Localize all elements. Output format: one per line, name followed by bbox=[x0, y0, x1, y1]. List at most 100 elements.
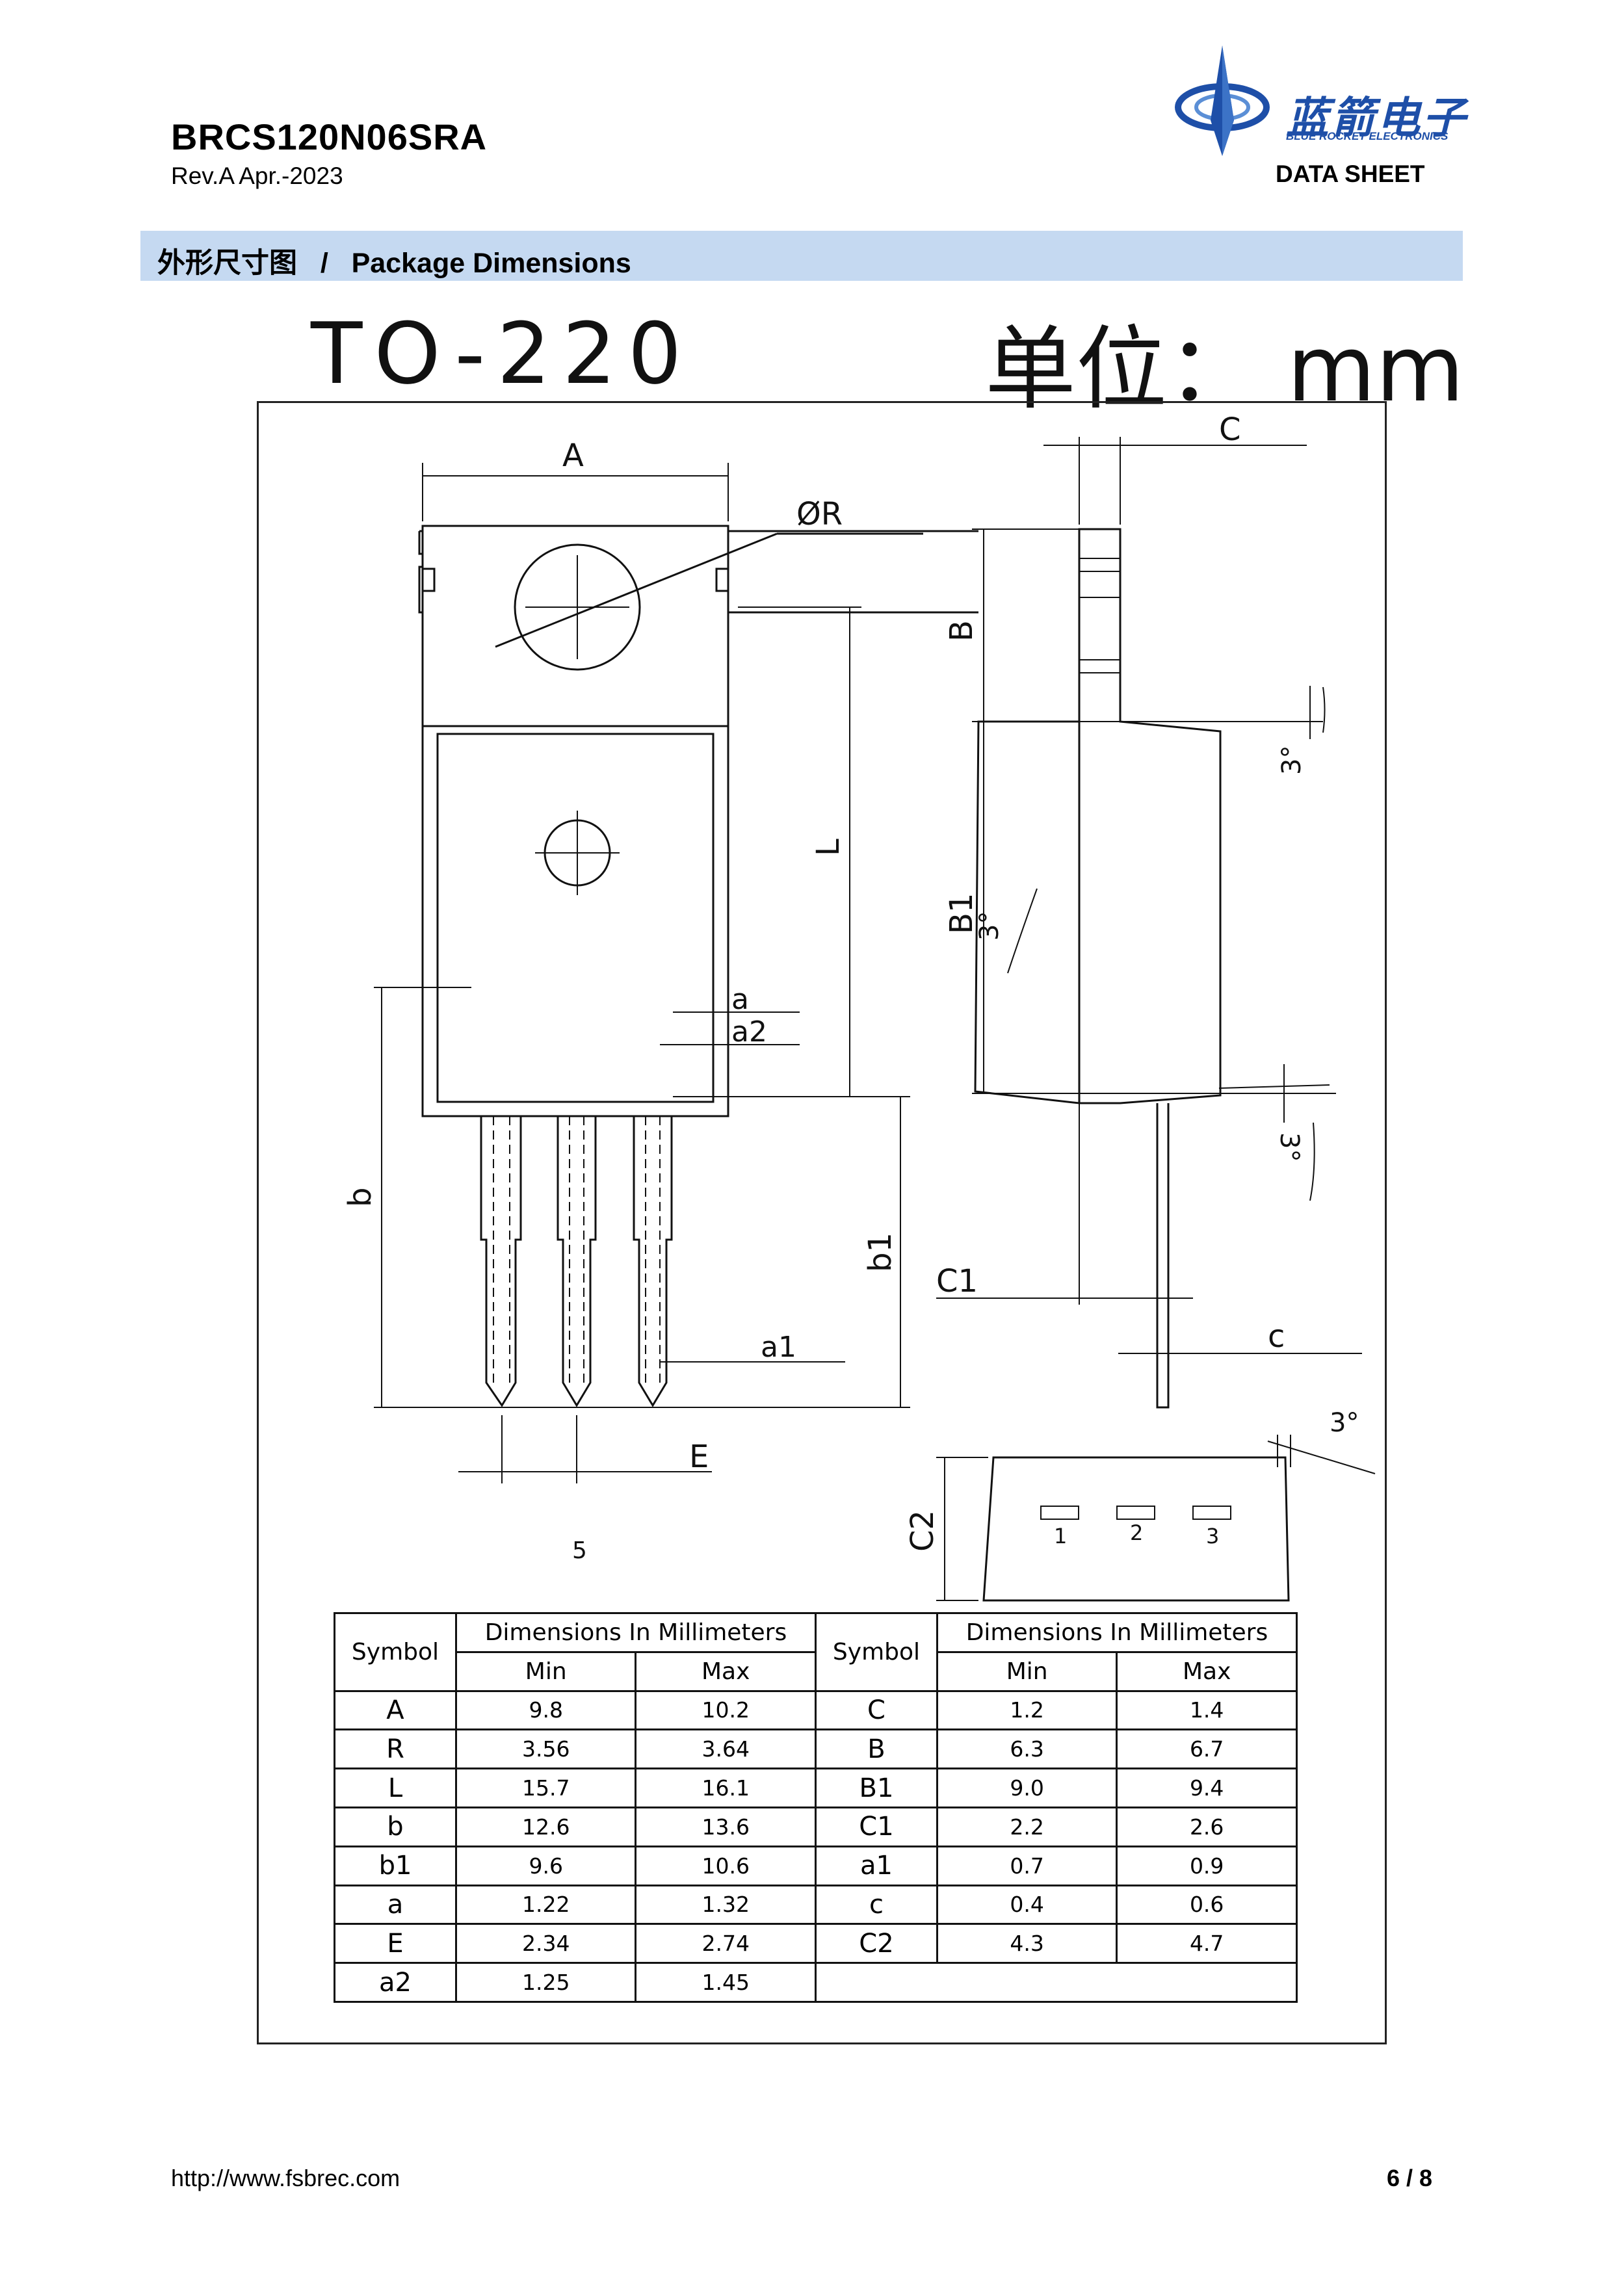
min-header-2: Min bbox=[936, 1650, 1118, 1692]
label-E: E bbox=[689, 1439, 709, 1475]
footer-url[interactable]: http://www.fsbrec.com bbox=[171, 2165, 400, 2191]
logo-text-cn: 蓝箭电子 bbox=[1286, 94, 1468, 142]
label-angle-4: 3° bbox=[1330, 1408, 1359, 1438]
blue-rocket-logo bbox=[1175, 46, 1270, 156]
max-cell: 2.74 bbox=[635, 1923, 817, 1964]
label-C1: C1 bbox=[936, 1263, 978, 1299]
label-angle-3: 3° bbox=[1274, 1132, 1304, 1162]
max-cell: 1.32 bbox=[635, 1884, 817, 1925]
min-cell: 0.7 bbox=[936, 1845, 1118, 1886]
package-title: TO-220 bbox=[311, 304, 694, 403]
max-cell: 16.1 bbox=[635, 1768, 817, 1808]
min-cell: 0.4 bbox=[936, 1884, 1118, 1925]
table-row: b 12.6 13.6 C1 2.2 2.6 bbox=[334, 1806, 1298, 1847]
max-cell: 4.7 bbox=[1116, 1923, 1298, 1964]
max-cell: 10.6 bbox=[635, 1845, 817, 1886]
unit-label: 单位： mm bbox=[985, 317, 1465, 423]
label-L: L bbox=[810, 839, 846, 856]
label-angle-2: 3° bbox=[1277, 746, 1307, 775]
min-cell: 12.6 bbox=[454, 1806, 637, 1847]
max-cell: 10.2 bbox=[635, 1689, 817, 1731]
symbol-cell: C bbox=[814, 1689, 938, 1731]
min-cell: 15.7 bbox=[454, 1768, 637, 1808]
dim-header: Dimensions In Millimeters bbox=[454, 1612, 817, 1653]
revision: Rev.A Apr.-2023 bbox=[171, 163, 343, 189]
label-a: a bbox=[731, 983, 749, 1016]
label-b1: b1 bbox=[862, 1233, 898, 1272]
min-cell: 2.34 bbox=[454, 1923, 637, 1964]
page-number: 6 / 8 bbox=[1387, 2165, 1433, 2191]
part-number: BRCS120N06SRA bbox=[171, 116, 488, 157]
label-C2: C2 bbox=[904, 1510, 941, 1552]
leads bbox=[480, 1116, 673, 1407]
label-B1: B1 bbox=[943, 893, 980, 934]
label-a1: a1 bbox=[761, 1331, 796, 1364]
pin-3-label: 3 bbox=[1206, 1524, 1219, 1548]
symbol-cell: C2 bbox=[814, 1923, 938, 1964]
symbol-cell: b bbox=[334, 1806, 457, 1847]
max-header: Max bbox=[635, 1650, 817, 1692]
label-five: 5 bbox=[572, 1537, 587, 1564]
min-cell: 3.56 bbox=[454, 1729, 637, 1770]
max-cell: 3.64 bbox=[635, 1729, 817, 1770]
pin-1-label: 1 bbox=[1054, 1524, 1067, 1548]
label-A: A bbox=[562, 437, 584, 474]
logo-text-en: BLUE ROCKET ELECTRONICS bbox=[1286, 130, 1449, 142]
max-cell: 9.4 bbox=[1116, 1768, 1298, 1808]
min-cell: 9.0 bbox=[936, 1768, 1118, 1808]
max-cell: 2.6 bbox=[1116, 1806, 1298, 1847]
label-C: C bbox=[1219, 411, 1241, 448]
drawing-frame bbox=[257, 401, 1387, 2044]
symbol-header-2: Symbol bbox=[814, 1612, 938, 1692]
min-header: Min bbox=[454, 1650, 637, 1692]
table-row: A 9.8 10.2 C 1.2 1.4 bbox=[334, 1689, 1298, 1731]
label-B: B bbox=[943, 620, 980, 642]
table-row: a 1.22 1.32 c 0.4 0.6 bbox=[334, 1884, 1298, 1925]
min-cell: 1.25 bbox=[454, 1962, 637, 2003]
symbol-cell: a1 bbox=[814, 1845, 938, 1886]
label-b: b bbox=[342, 1188, 378, 1207]
label-a2: a2 bbox=[731, 1015, 767, 1049]
max-cell: 0.6 bbox=[1116, 1884, 1298, 1925]
symbol-cell: a2 bbox=[334, 1962, 457, 2003]
doc-type: DATA SHEET bbox=[1276, 161, 1425, 187]
section-title: 外形尺寸图 / Package Dimensions bbox=[157, 248, 631, 279]
symbol-cell: B1 bbox=[814, 1768, 938, 1808]
symbol-cell: b1 bbox=[334, 1845, 457, 1886]
min-cell: 1.2 bbox=[936, 1689, 1118, 1731]
min-cell: 2.2 bbox=[936, 1806, 1118, 1847]
max-cell: 6.7 bbox=[1116, 1729, 1298, 1770]
label-angle-1: 3° bbox=[975, 911, 1004, 941]
bottom-view bbox=[982, 1456, 1290, 1602]
symbol-header: Symbol bbox=[334, 1612, 457, 1692]
label-R: ØR bbox=[796, 496, 843, 532]
mounting-hole bbox=[514, 543, 641, 671]
table-row: E 2.34 2.74 C2 4.3 4.7 bbox=[334, 1923, 1298, 1964]
symbol-cell: E bbox=[334, 1923, 457, 1964]
package-drawing: A ØR L b b1 a a2 a1 E 5 C B B1 C1 c C2 3… bbox=[342, 411, 1376, 1602]
dim-header-2: Dimensions In Millimeters bbox=[936, 1612, 1298, 1653]
table-row: L 15.7 16.1 B1 9.0 9.4 bbox=[334, 1768, 1298, 1808]
table-row: R 3.56 3.64 B 6.3 6.7 bbox=[334, 1729, 1298, 1770]
min-cell: 9.8 bbox=[454, 1689, 637, 1731]
max-cell: 1.4 bbox=[1116, 1689, 1298, 1731]
symbol-cell: c bbox=[814, 1884, 938, 1925]
max-cell: 13.6 bbox=[635, 1806, 817, 1847]
symbol-cell: B bbox=[814, 1729, 938, 1770]
table-row: b1 9.6 10.6 a1 0.7 0.9 bbox=[334, 1845, 1298, 1886]
table-row: a2 1.25 1.45 bbox=[334, 1962, 1298, 2003]
symbol-cell: L bbox=[334, 1768, 457, 1808]
max-cell: 1.45 bbox=[635, 1962, 817, 2003]
symbol-cell: a bbox=[334, 1884, 457, 1925]
empty-cell bbox=[814, 1962, 1298, 2003]
pin-2-label: 2 bbox=[1130, 1520, 1143, 1545]
min-cell: 9.6 bbox=[454, 1845, 637, 1886]
min-cell: 6.3 bbox=[936, 1729, 1118, 1770]
section-bar bbox=[140, 231, 1463, 281]
max-cell: 0.9 bbox=[1116, 1845, 1298, 1886]
symbol-cell: A bbox=[334, 1689, 457, 1731]
min-cell: 4.3 bbox=[936, 1923, 1118, 1964]
symbol-cell: R bbox=[334, 1729, 457, 1770]
symbol-cell: C1 bbox=[814, 1806, 938, 1847]
label-c: c bbox=[1268, 1318, 1285, 1355]
